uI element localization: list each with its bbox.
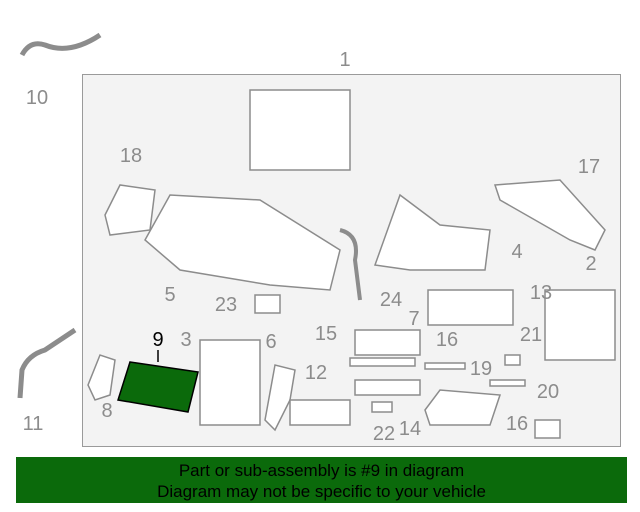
banner-line-2: Diagram may not be specific to your vehi… (157, 482, 486, 501)
callout-21: 21 (519, 324, 543, 346)
part-12 (289, 399, 351, 426)
part-16b-rod (489, 379, 526, 387)
callout-22: 22 (372, 423, 396, 445)
callout-6: 6 (265, 331, 277, 353)
part-14 (354, 379, 421, 396)
callout-16: 16 (435, 329, 459, 351)
part-5-case (144, 194, 341, 291)
callout-12: 12 (304, 362, 328, 384)
callout-13: 13 (529, 282, 553, 304)
callout-9[interactable]: 9 (152, 329, 164, 351)
callout-24: 24 (379, 289, 403, 311)
callout-17: 17 (577, 156, 601, 178)
part-8 (87, 354, 116, 401)
callout-1: 1 (339, 49, 351, 71)
callout-19: 19 (469, 358, 493, 380)
part-10-hose (19, 32, 102, 57)
callout-20: 20 (536, 381, 560, 403)
callout-7: 7 (408, 308, 420, 330)
banner-line-1: Part or sub-assembly is #9 in diagram (178, 461, 465, 480)
part-11-hose (17, 327, 77, 399)
callout-4: 4 (511, 241, 523, 263)
part-upper-duct (249, 89, 351, 171)
callout-10: 10 (25, 87, 49, 109)
part-9-heater-core (117, 361, 199, 413)
part-15-strip (349, 357, 416, 367)
callout-15: 15 (314, 323, 338, 345)
callout-5: 5 (164, 284, 176, 306)
info-banner: Part or sub-assembly is #9 in diagram Di… (16, 457, 627, 503)
callout-8: 8 (101, 400, 113, 422)
part-7 (354, 329, 421, 356)
part-18 (104, 184, 156, 236)
part-16-rod (424, 362, 466, 370)
callout-3: 3 (180, 329, 192, 351)
part-6 (264, 364, 296, 432)
part-22 (371, 401, 393, 413)
callout-2: 2 (585, 253, 597, 275)
part-23 (254, 294, 281, 314)
part-21 (504, 354, 521, 366)
part-17-duct (493, 179, 606, 251)
part-13-filter (427, 289, 514, 326)
callout-16: 16 (505, 413, 529, 435)
part-3-housing (199, 339, 261, 426)
part-24-tube (339, 228, 362, 301)
callout-23: 23 (214, 294, 238, 316)
part-19-core (424, 389, 502, 426)
callout-14: 14 (398, 418, 422, 440)
part-20 (534, 419, 561, 439)
part-2-housing (544, 289, 616, 361)
callout-11: 11 (22, 413, 44, 435)
part-4-blower (373, 193, 491, 271)
callout-18: 18 (119, 145, 143, 167)
